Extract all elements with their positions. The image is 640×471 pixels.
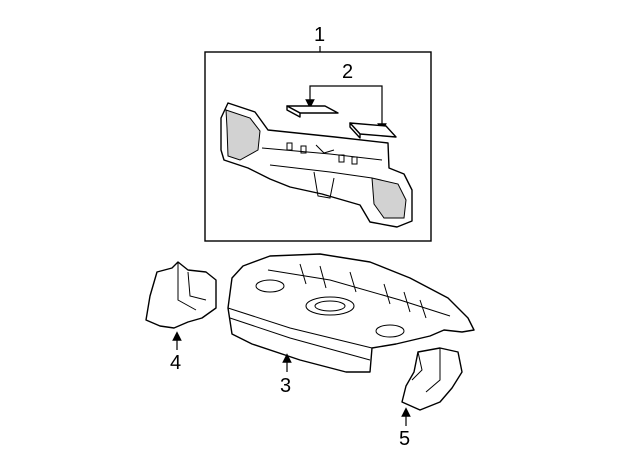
part-3-package-tray (227, 253, 475, 373)
part-4-left-bracket (145, 261, 217, 329)
callout-2-label: 2 (342, 61, 353, 83)
callout-3-label: 3 (280, 375, 291, 397)
callout-5-label: 5 (399, 428, 410, 450)
callout-4-label: 4 (170, 352, 181, 374)
part-2-reinforcement-strips (286, 105, 397, 139)
callout-1-label: 1 (314, 24, 325, 46)
part-5-right-bracket (401, 347, 463, 411)
part-1-rear-body-panel (220, 102, 413, 228)
callout-2-leader (309, 85, 383, 125)
assembly-1-frame (204, 51, 432, 242)
